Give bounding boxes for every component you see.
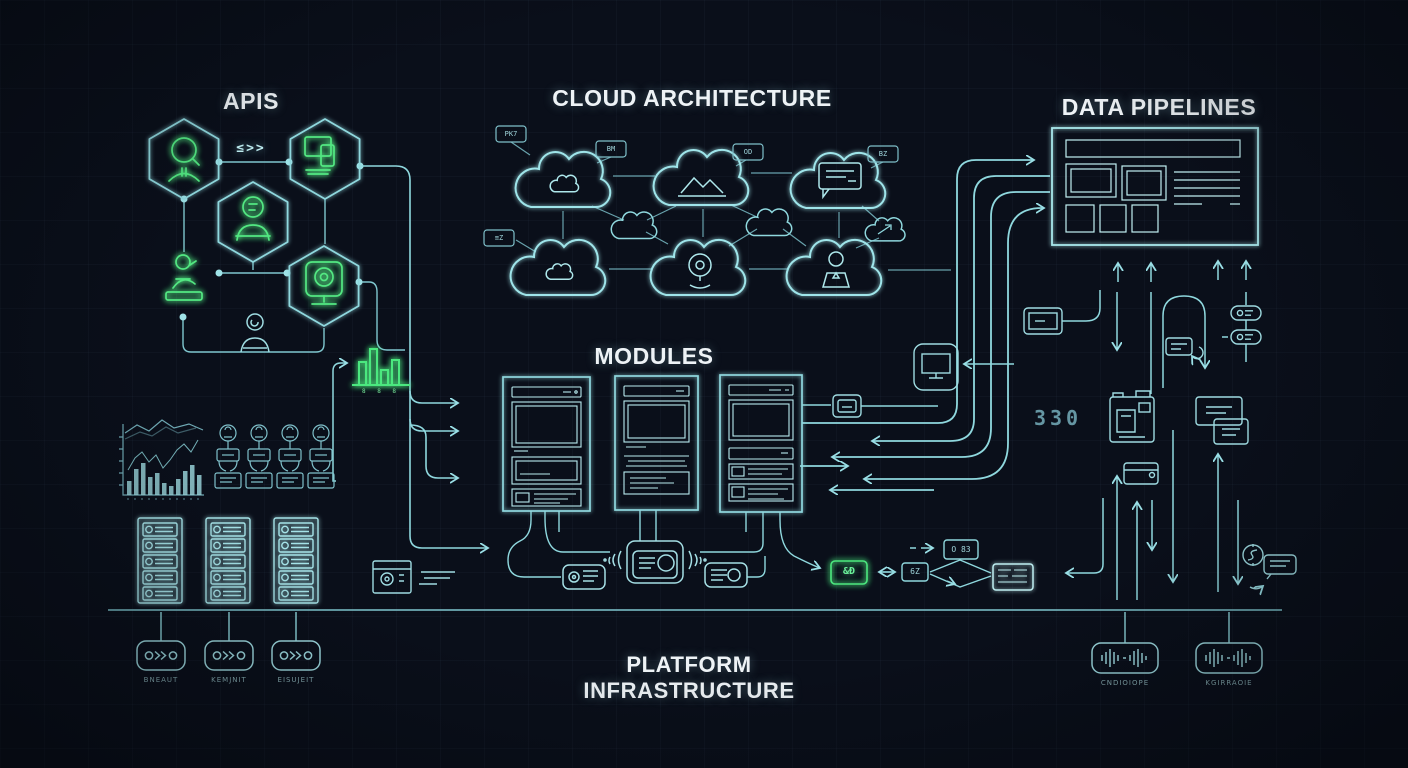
modules-section [502, 374, 820, 578]
api-flow-glyph: ≤>> [236, 141, 266, 156]
cloud-small-arrow-icon [877, 224, 892, 235]
file-window-icon [1109, 390, 1155, 443]
diamond-links [929, 559, 992, 588]
right-network [964, 290, 1247, 600]
server-rack-3 [273, 517, 319, 604]
pill-badge [1230, 329, 1262, 345]
cloud-glyph-icon [545, 263, 574, 281]
org-flow-column [245, 424, 273, 489]
server-rack-1 [137, 517, 183, 604]
bar-chart-icon [352, 348, 410, 386]
data-pipelines-up-arrows [1118, 261, 1246, 282]
apis-title: APIS [222, 88, 280, 114]
bus-bar [108, 602, 1282, 643]
person-icon [240, 313, 270, 353]
module-wireframes [511, 384, 794, 507]
user-search-icon [168, 137, 200, 182]
data-pipelines-title: DATA PIPELINES [1061, 94, 1257, 120]
chat-loop-icon [1165, 337, 1204, 359]
bar-chart-arrow [332, 363, 347, 482]
monitor-icon [913, 343, 959, 391]
cloud-bottom-2 [649, 238, 747, 297]
pipes-group [800, 160, 1050, 490]
wave-capsule-2 [1195, 642, 1263, 674]
modules-title: MODULES [594, 343, 714, 369]
person-glyph-icon [822, 251, 850, 288]
cloud-architecture-title: CLOUD ARCHITECTURE [552, 85, 832, 111]
cloud-bottom-1 [509, 238, 607, 297]
cloud-top-2 [652, 148, 750, 207]
webcam-glyph-icon [688, 253, 712, 289]
operator-icon [235, 196, 271, 241]
hexagon-screens [289, 118, 361, 200]
icon-card-upper [1023, 307, 1063, 335]
apis-connector-lines [182, 161, 405, 353]
projector-device-icon [603, 540, 707, 584]
cloud-tag-label: BM [606, 145, 616, 153]
camera-window-icon [372, 560, 455, 594]
analytics-chart [119, 419, 204, 500]
cloud-tag-label: OD [743, 148, 753, 156]
coin-icon [1242, 544, 1264, 566]
chip-83-glyph: O 83 [951, 545, 971, 554]
wallet-icon [1123, 462, 1159, 485]
server-racks [137, 517, 319, 604]
org-flow-column [307, 424, 335, 489]
speech-bubble-icon [1249, 554, 1297, 589]
cloud-tag-label: ≡Z [494, 234, 504, 242]
cloud-glyph-icon [549, 174, 580, 193]
chat-bubble-icon [818, 162, 862, 200]
module-stub-lines [507, 510, 820, 578]
screens-icon [304, 136, 335, 175]
speaker-device-icon [562, 564, 606, 590]
org-flow-column [276, 424, 304, 489]
capsule-label: CNDIOIOPE [1100, 679, 1150, 687]
icon-card-small [832, 394, 862, 418]
glow-panel [992, 563, 1034, 591]
stacked-cards-icon [1195, 396, 1249, 445]
capsule-label: EISUJEIT [277, 676, 315, 684]
wave-capsule-1 [1091, 642, 1159, 674]
data-pipelines-box [1051, 127, 1259, 282]
bus-drops [160, 612, 1230, 643]
analyst-figure-icon [165, 254, 203, 301]
mountains-icon [678, 176, 726, 197]
green-chip-glyph: &Ð [842, 566, 856, 577]
hexagon-operator [217, 181, 289, 263]
platform-infrastructure-title: PLATFORM INFRASTRUCTURE [583, 652, 795, 703]
analytics-chart-bars [127, 463, 202, 495]
speed-lines [419, 571, 455, 585]
capsule-label: BNEAUT [143, 676, 179, 684]
data-pipelines-wireframe [1065, 139, 1241, 233]
bar-icon-axis-labels: 8 8 8 [361, 388, 401, 395]
chip-330-glyph: 330 [1033, 406, 1083, 430]
chip-flow [830, 498, 1104, 591]
cloud-top-1 [514, 150, 612, 209]
hexagon-user-search [148, 118, 220, 200]
cloud-top-3 [789, 151, 887, 210]
reader-device-icon [704, 562, 748, 588]
apis-to-modules-connector [360, 165, 488, 548]
server-rack-2 [205, 517, 251, 604]
org-flow-column [214, 424, 242, 489]
chain-capsule-1 [136, 640, 186, 671]
pill-badge [1230, 305, 1262, 321]
apis-section [148, 118, 405, 353]
chain-capsule-3 [271, 640, 321, 671]
bar-chart-icon-bars [358, 348, 400, 386]
bottom-devices [562, 540, 748, 590]
cloud-tag-label: BZ [878, 150, 888, 158]
chip-6z-glyph: 6Z [910, 567, 920, 576]
cloud-tag-label: PK7 [504, 130, 518, 138]
org-flow-columns [214, 424, 335, 489]
capsule-label: KEMJNIT [211, 676, 247, 684]
capsule-label: KGIRRAOIE [1205, 679, 1253, 687]
webcam-icon [305, 261, 343, 305]
chain-capsule-2 [204, 640, 254, 671]
